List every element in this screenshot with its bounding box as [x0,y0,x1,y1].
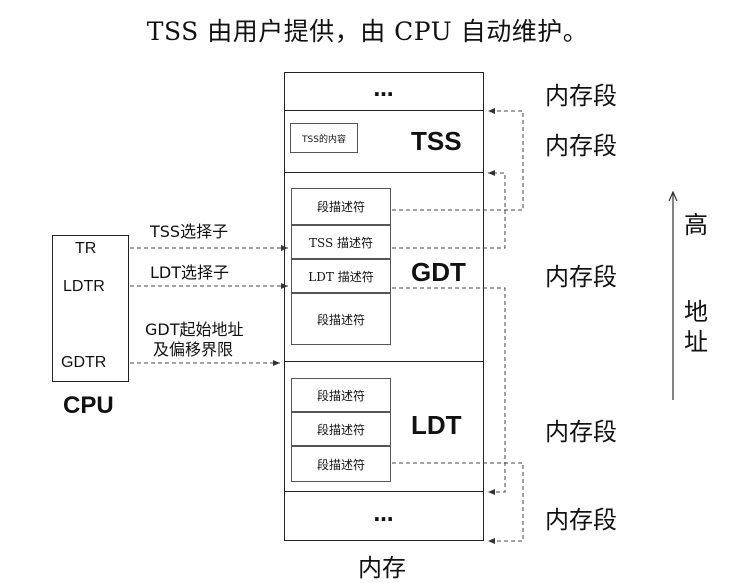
ldt-selector-label: LDT选择子 [150,263,230,282]
ldt-entry-2: 段描述符 [291,412,391,446]
memory-segment-label: 内存段 [545,418,617,446]
ldt-descriptor-arrow [392,287,506,495]
ldt-entry-1: 段描述符 [291,378,391,412]
gdt-label: GDT [411,257,466,287]
ldt-block: 段描述符 段描述符 段描述符 LDT [284,361,484,492]
address-label-2: 址 [684,328,708,356]
memory-segment-label: 内存段 [545,82,617,110]
gdt-entry-4: 段描述符 [291,293,391,345]
tss-descriptor-arrow [392,170,506,249]
memory-segment-label: 内存段 [545,263,617,291]
tss-selector-label: TSS选择子 [150,222,229,241]
gdt-base-label-line2: 及偏移界限 [153,340,234,359]
memory-caption: 内存 [358,554,406,582]
cpu-box: TR LDTR GDTR [52,235,129,382]
memory-block-top: … [284,72,484,111]
segment-descriptor-arrow [392,108,524,211]
gdt-base-label-line1: GDT起始地址 [145,320,244,339]
address-label-1: 地 [684,298,708,326]
register-ldtr: LDTR [63,278,105,295]
ldt-segment-descriptor-arrow [392,462,524,544]
ldt-entry-3: 段描述符 [291,446,391,482]
memory-segment-label: 内存段 [545,506,617,534]
address-high-label: 高 [684,211,708,239]
bottom-ellipsis: … [373,502,394,526]
memory-block-bottom: … [284,491,484,541]
memory-segment-label: 内存段 [545,132,617,160]
register-tr: TR [75,240,97,257]
gdt-entry-ldt: LDT 描述符 [291,259,391,293]
tss-content: TSS的内容 [290,123,358,153]
gdt-entry-1: 段描述符 [291,188,391,225]
gdt-block: 段描述符 TSS 描述符 LDT 描述符 段描述符 GDT [284,172,484,362]
page-title: TSS 由用户提供，由 CPU 自动维护。 [146,17,589,46]
top-ellipsis: … [373,77,394,101]
gdt-entry-tss: TSS 描述符 [291,225,391,259]
tss-label: TSS [411,126,462,156]
ldt-label: LDT [411,410,462,440]
register-gdtr: GDTR [61,354,107,371]
cpu-label: CPU [63,392,114,419]
